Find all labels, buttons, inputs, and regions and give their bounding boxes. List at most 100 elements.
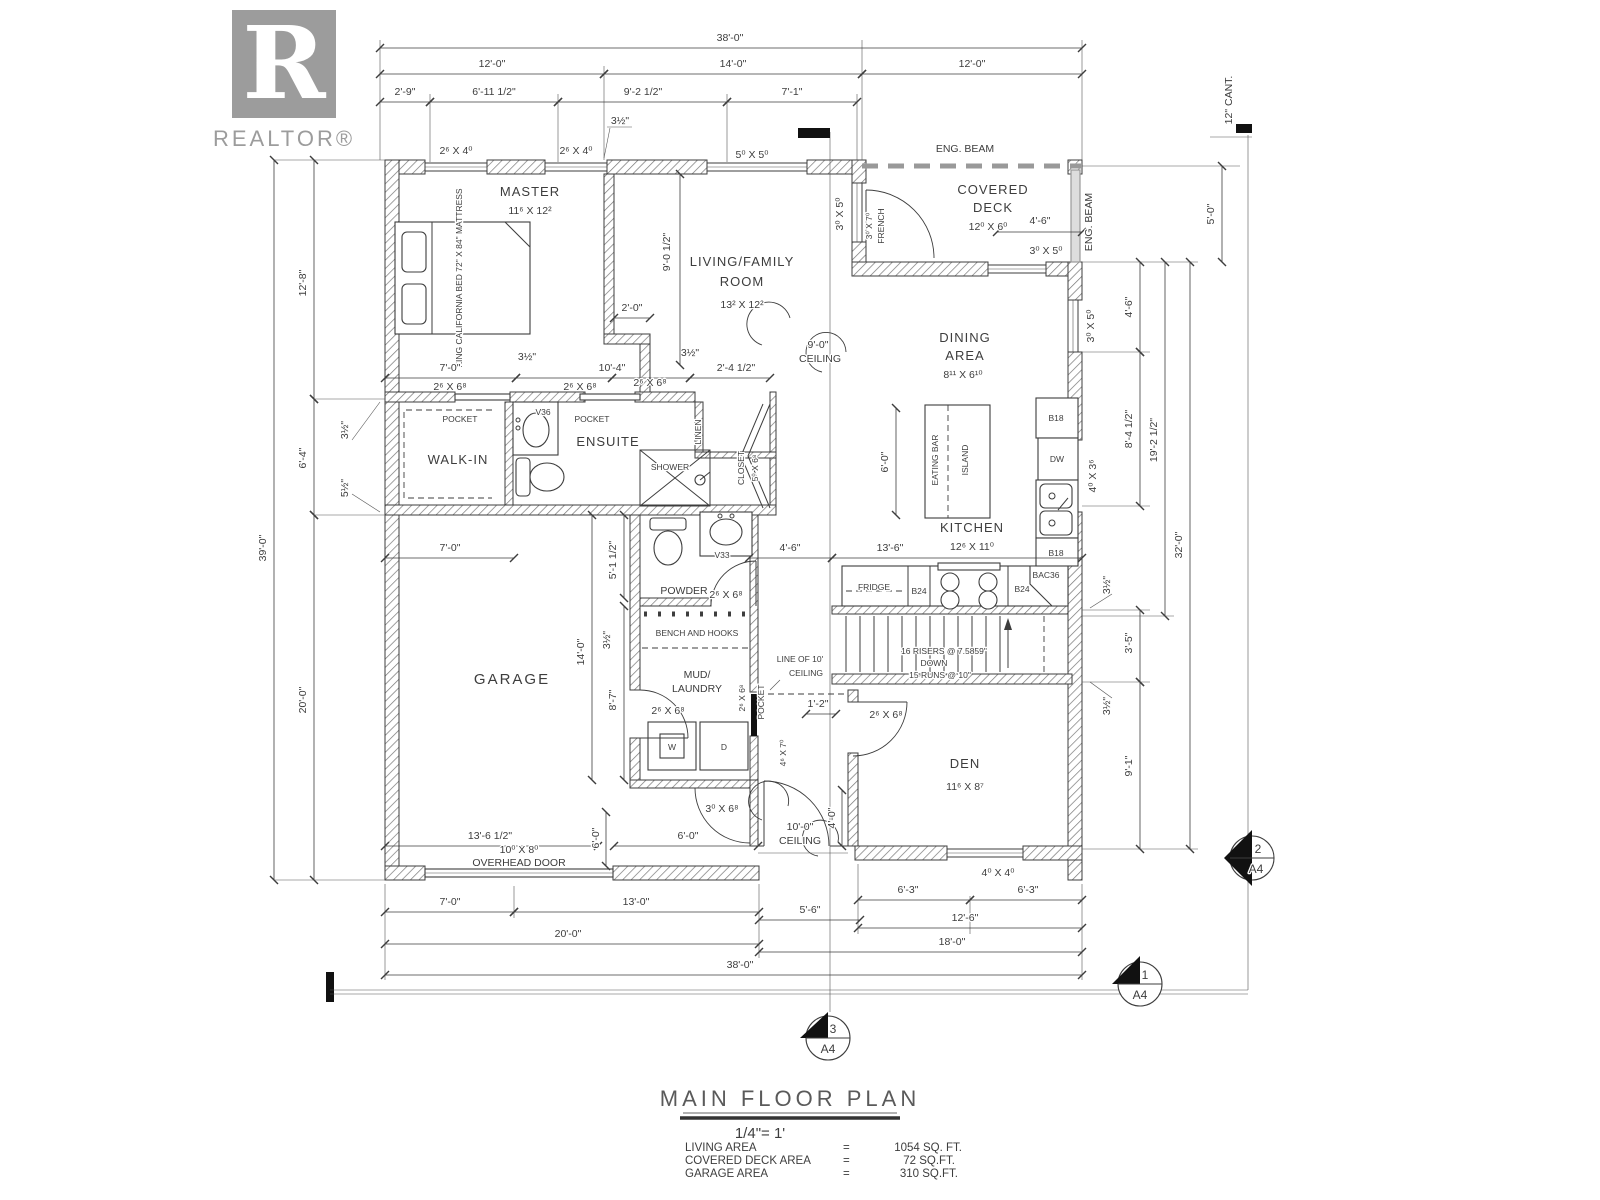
area-label-deck: COVERED DECK AREA bbox=[685, 1155, 811, 1167]
note-ceil9b: CEILING bbox=[799, 353, 841, 365]
note-line10-2: CEILING bbox=[789, 668, 823, 678]
area-value-garage: 310 SQ.FT. bbox=[900, 1168, 958, 1180]
label-shower: SHOWER bbox=[651, 462, 689, 472]
label-bench: BENCH AND HOOKS bbox=[656, 628, 739, 638]
label-b18b: B18 bbox=[1048, 548, 1063, 558]
label-w4040: 4⁰ X 4⁰ bbox=[982, 867, 1016, 879]
dim-bottom-130: 13'-0" bbox=[623, 896, 650, 908]
label-den-size: 11⁶ X 8⁷ bbox=[946, 781, 984, 793]
dim-mud-35: 3½" bbox=[601, 631, 613, 650]
dim-right-50: 5'-0" bbox=[1205, 203, 1217, 224]
title-block: MAIN FLOOR PLAN 1/4"= 1' LIVING AREA = 1… bbox=[660, 1086, 963, 1181]
label-washer: W bbox=[668, 742, 676, 752]
label-pocket-a: POCKET bbox=[443, 414, 478, 424]
label-eng-beam-right: ENG. BEAM bbox=[1083, 193, 1095, 251]
dim-garage-60h: 6'-0" bbox=[678, 830, 699, 842]
stairs bbox=[845, 616, 1045, 672]
bed-note: KING CALIFORNIA BED 72" X 84" MATTRESS bbox=[454, 188, 464, 368]
label-ensuite: ENSUITE bbox=[576, 434, 639, 449]
dim-right-91: 9'-1" bbox=[1123, 755, 1135, 776]
dimensions-top: 38'-0" 12'-0" 14'-0" 12'-0" 2'-9" 6'-11 … bbox=[375, 31, 1087, 162]
label-w4036: 4⁰ X 3⁶ bbox=[1087, 459, 1099, 492]
area-label-garage: GARAGE AREA bbox=[685, 1168, 768, 1180]
dim-bottom-56: 5'-6" bbox=[800, 904, 821, 916]
area-value-living: 1054 SQ. FT. bbox=[894, 1142, 962, 1154]
label-d2668-powder: 2⁶ X 6⁸ bbox=[709, 589, 742, 601]
dim-right-1925: 19'-2 1/2" bbox=[1148, 418, 1160, 463]
dimensions-left: 39'-0" 12'-8" 6'-4" 20'-0" 3½" 5½" bbox=[256, 155, 385, 885]
label-b24a: B24 bbox=[911, 586, 926, 596]
note-ceil10: 10'-0" bbox=[787, 821, 814, 833]
dim-left-55: 5½" bbox=[339, 479, 351, 498]
dim-bottom-126: 12'-6" bbox=[952, 912, 979, 924]
dim-bottom-200: 20'-0" bbox=[555, 928, 582, 940]
label-d2668-a: 2⁶ X 6⁸ bbox=[433, 381, 466, 393]
dim-bottom-63a: 6'-3" bbox=[898, 884, 919, 896]
label-v33: V33 bbox=[714, 550, 729, 560]
dim-right-320: 32'-0" bbox=[1173, 531, 1185, 558]
dim-left-a: 12'-8" bbox=[297, 269, 309, 296]
note-cant: 12" CANT. bbox=[1223, 76, 1235, 125]
dim-niche-20: 2'-0" bbox=[622, 302, 643, 314]
dim-hall-245: 2'-4 1/2" bbox=[717, 362, 756, 374]
label-b24b: B24 bbox=[1014, 584, 1029, 594]
fixtures: KING CALIFORNIA BED 72" X 84" MATTRESS bbox=[394, 187, 1079, 771]
section-2-sheet: A4 bbox=[1249, 862, 1264, 876]
realtor-logo: R REALTOR® bbox=[213, 4, 352, 151]
dimensions-interior: 7'-0" 3½" 10'-4" 3½" 2'-4 1/2" 9'-0 1/2"… bbox=[380, 169, 1087, 871]
label-kitchen-size: 12⁶ X 11⁰ bbox=[950, 541, 995, 553]
note-line10-1: LINE OF 10' bbox=[777, 654, 824, 664]
note-labels: 16 RISERS @ 7.5859" DOWN 15 RUNS @ 10" 9… bbox=[758, 338, 988, 848]
interior-walls bbox=[384, 173, 1073, 847]
label-d2668-pocket: 2⁶ X 6⁸ bbox=[737, 684, 747, 711]
label-fridge: FRIDGE bbox=[858, 582, 890, 592]
dim-deck-46: 4'-6" bbox=[1030, 215, 1051, 227]
dim-kitchen-136: 13'-6" bbox=[877, 542, 904, 554]
dim-top-a: 12'-0" bbox=[479, 58, 506, 70]
label-w5050: 5⁰ X 5⁰ bbox=[736, 149, 770, 161]
dim-right-46: 4'-6" bbox=[1123, 296, 1135, 317]
dim-right-845: 8'-4 1/2" bbox=[1123, 410, 1135, 449]
section-2-number: 2 bbox=[1255, 842, 1262, 856]
dim-right-35a: 3½" bbox=[1101, 576, 1113, 595]
label-stairs-runs: 15 RUNS @ 10" bbox=[909, 670, 971, 680]
dim-top-c: 12'-0" bbox=[959, 58, 986, 70]
label-stairs-down: DOWN bbox=[921, 658, 948, 668]
label-dining-2: AREA bbox=[945, 348, 984, 363]
fixture-labels: EATING BAR ISLAND FRIDGE B24 B24 BAC36 B… bbox=[534, 406, 1065, 754]
label-french-size: 3⁰ X 7⁰ bbox=[864, 212, 874, 239]
dim-top-s2: 6'-11 1/2" bbox=[472, 86, 516, 98]
dim-left-35: 3½" bbox=[339, 421, 351, 440]
dim-bottom-70: 7'-0" bbox=[440, 896, 461, 908]
label-powder: POWDER bbox=[660, 585, 708, 597]
dim-mud-87: 8'-7" bbox=[607, 689, 619, 710]
label-w2640a: 2⁶ X 4⁰ bbox=[439, 145, 473, 157]
door-swings bbox=[639, 189, 935, 857]
label-dining-size: 8¹¹ X 6¹⁰ bbox=[943, 369, 983, 381]
section-3-number: 3 bbox=[830, 1022, 837, 1036]
label-eating-bar: EATING BAR bbox=[930, 435, 940, 486]
dim-bottom-63b: 6'-3" bbox=[1018, 884, 1039, 896]
dim-garage-13612: 13'-6 1/2" bbox=[468, 830, 513, 842]
label-deck-size: 12⁰ X 6⁰ bbox=[969, 221, 1009, 233]
section-3-sheet: A4 bbox=[821, 1042, 836, 1056]
opening-labels: 2⁶ X 4⁰ 2⁶ X 4⁰ 5⁰ X 5⁰ ENG. BEAM ENG. B… bbox=[432, 142, 1100, 881]
note-ceil10b: CEILING bbox=[779, 835, 821, 847]
dim-entry-12: 1'-2" bbox=[808, 698, 829, 710]
label-overhead-size: 10⁰ X 8⁰ bbox=[500, 844, 540, 856]
label-walkin: WALK-IN bbox=[428, 452, 489, 467]
label-kitchen: KITCHEN bbox=[940, 520, 1004, 535]
label-den: DEN bbox=[950, 756, 980, 771]
area-eq-deck: = bbox=[843, 1155, 850, 1167]
label-d2668-den: 2⁶ X 6⁸ bbox=[869, 709, 902, 721]
dim-left-c: 20'-0" bbox=[297, 686, 309, 713]
dim-living-9005: 9'-0 1/2" bbox=[661, 233, 673, 272]
label-pocket-b: POCKET bbox=[575, 414, 610, 424]
label-b18a: B18 bbox=[1048, 413, 1063, 423]
room-labels: MASTER 11⁶ X 12² LIVING/FAMILY ROOM 13² … bbox=[426, 181, 1029, 795]
dim-hall-35b: 3½" bbox=[681, 347, 700, 359]
area-eq-living: = bbox=[843, 1142, 850, 1154]
dim-left-b: 6'-4" bbox=[297, 447, 309, 468]
dim-bottom-380: 38'-0" bbox=[727, 959, 754, 971]
